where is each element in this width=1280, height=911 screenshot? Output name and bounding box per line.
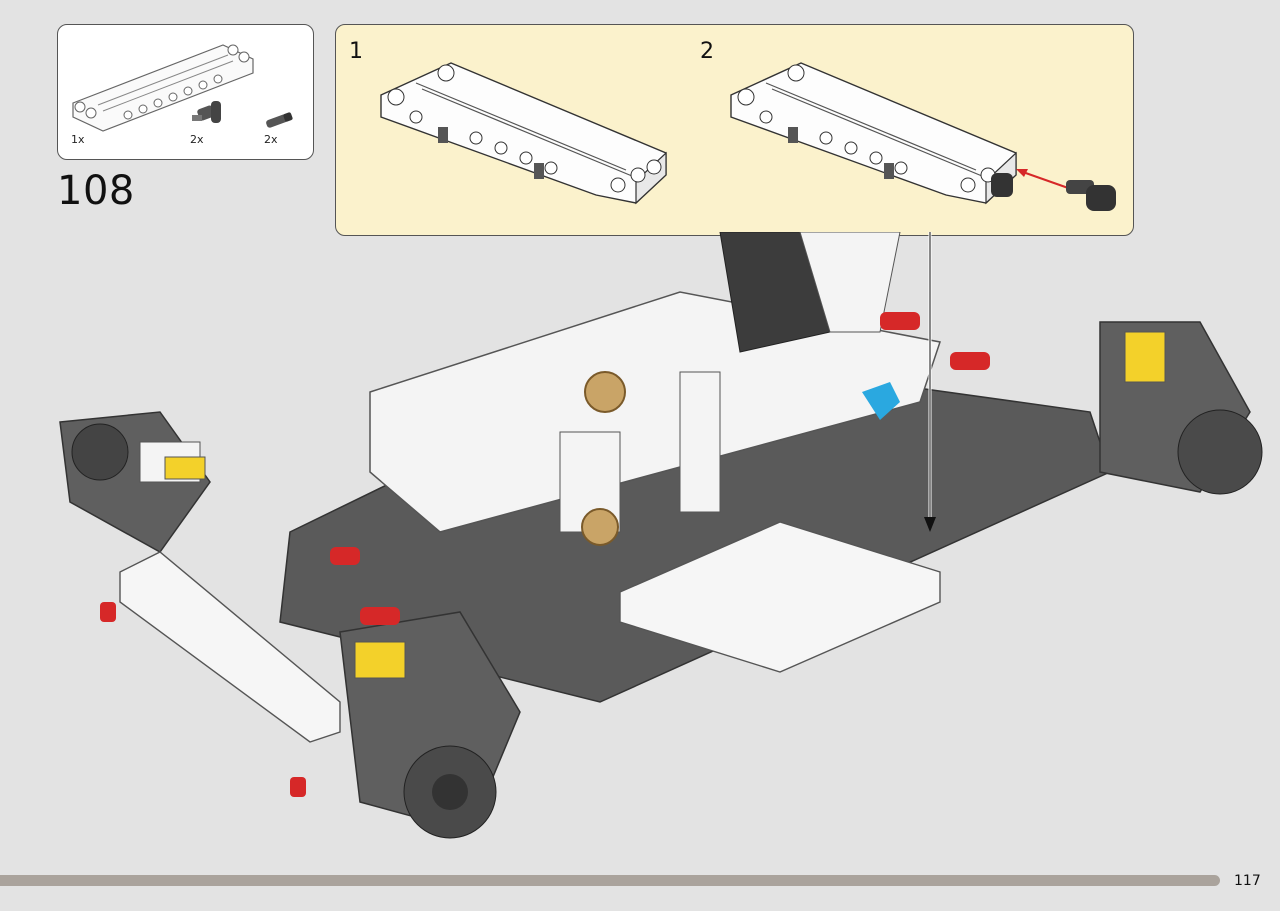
step-number: 108 [57,168,135,214]
substep-number-2: 2 [700,39,714,64]
parts-list-box: 1x 2x 2x [57,24,314,160]
left-long-liftarm [100,551,341,797]
axle-pin-icon [192,101,221,123]
substep-number-1: 1 [349,39,363,64]
right-hub [1099,321,1263,495]
red-connector-3 [880,312,920,330]
front-left-hub [59,411,211,553]
page-number: 117 [1234,873,1261,889]
red-connector-1 [330,547,360,565]
connector-pin-icon [266,112,293,128]
substep-illustrations [380,62,1116,211]
red-connector-2 [360,607,400,625]
angle-connector-icon [1066,180,1116,211]
red-arrow-icon [1016,169,1072,190]
rear-left-hub [339,611,521,839]
model-assembly-illustration [40,232,1270,862]
part-qty-connector-pin: 2x [264,133,278,146]
part-qty-axle-pin: 2x [190,133,204,146]
insertion-arrow-icon [924,232,936,532]
chassis-frame [279,232,1111,703]
blue-rotate-arrow-icon [862,382,900,420]
liftarm-panel-icon [72,44,254,132]
red-connector-4 [950,352,990,370]
tan-gear-1 [584,371,626,413]
front-white-panel [619,521,941,673]
tan-gear-2 [581,508,619,546]
substep-2-panel [730,62,1017,205]
substep-1-panel [380,62,667,205]
parts-illustration [72,44,293,132]
part-qty-panel: 1x [71,133,85,146]
substeps-callout: 1 2 [335,24,1134,236]
footer-progress-bar [0,875,1220,886]
